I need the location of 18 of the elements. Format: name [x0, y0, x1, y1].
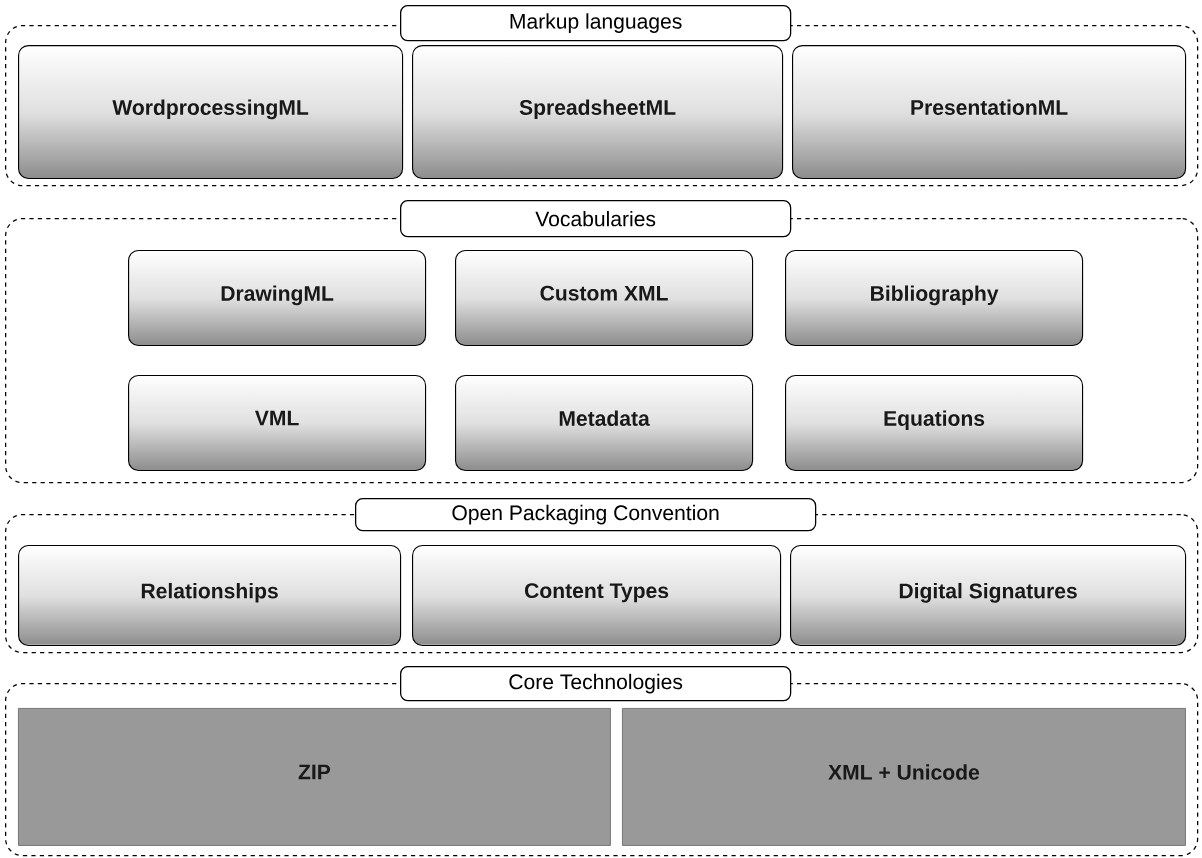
component-box: WordprocessingML	[18, 45, 404, 180]
component-box: Digital Signatures	[790, 545, 1187, 647]
component-box: SpreadsheetML	[412, 45, 784, 180]
component-box: Relationships	[18, 545, 402, 647]
component-box: ZIP	[18, 708, 611, 846]
group-heading: Markup languages	[400, 5, 792, 42]
component-box: Metadata	[455, 375, 754, 472]
component-box: PresentationML	[792, 45, 1187, 180]
component-box: Bibliography	[785, 250, 1084, 347]
group-heading: Open Packaging Convention	[355, 498, 817, 532]
component-box: DrawingML	[128, 250, 427, 347]
group-heading: Vocabularies	[400, 200, 792, 238]
component-box: Equations	[785, 375, 1084, 472]
component-box: Custom XML	[455, 250, 754, 347]
component-box: VML	[128, 375, 427, 472]
component-box: XML + Unicode	[622, 708, 1186, 846]
component-box: Content Types	[412, 545, 782, 647]
group-heading: Core Technologies	[400, 666, 792, 702]
